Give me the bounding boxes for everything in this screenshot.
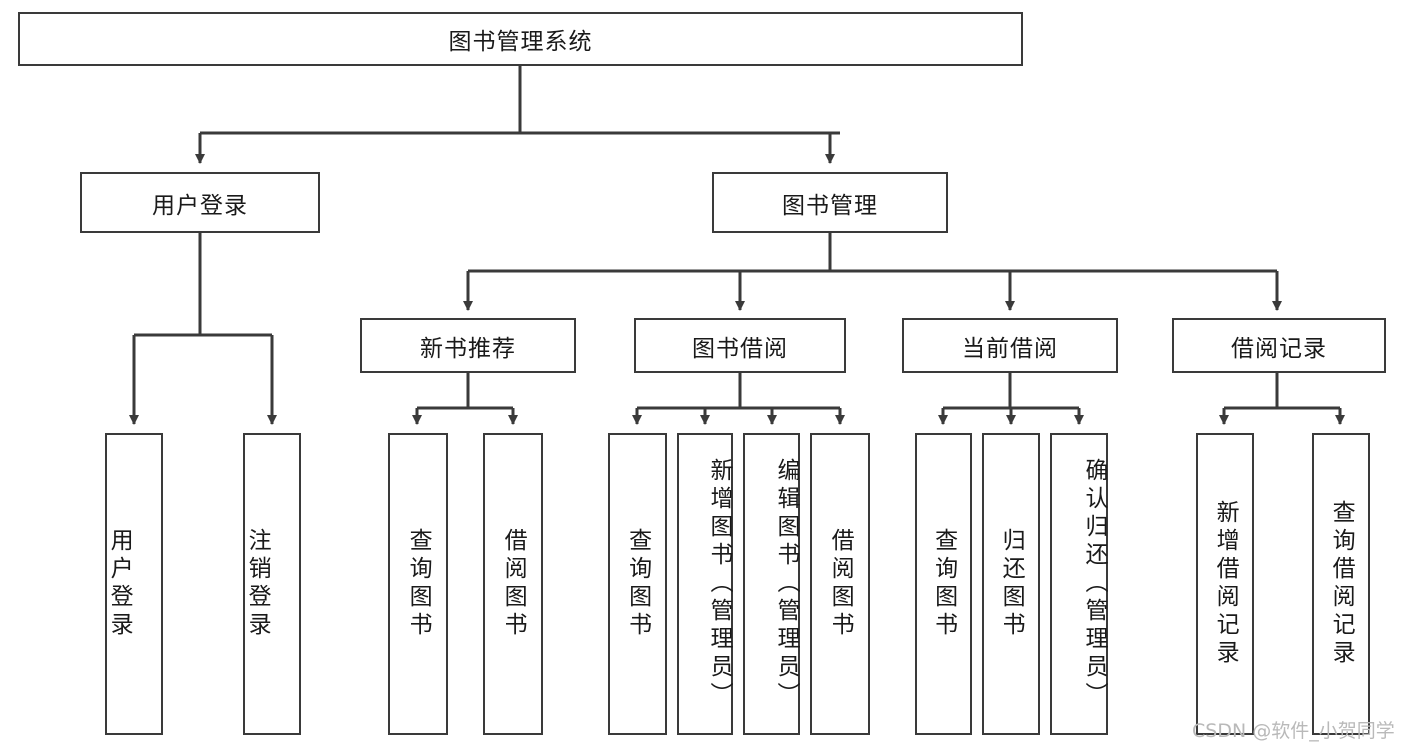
node-user-login[interactable]: 用户登录 (80, 172, 320, 233)
leaf-add-borrow-record[interactable]: 新增借阅记录 (1196, 433, 1254, 735)
node-root-book-management-system[interactable]: 图书管理系统 (18, 12, 1023, 66)
node-new-book-recommend[interactable]: 新书推荐 (360, 318, 576, 373)
leaf-confirm-return-admin[interactable]: 确认归还（管理员） (1050, 433, 1108, 735)
leaf-add-book-admin[interactable]: 新增图书（管理员） (677, 433, 733, 735)
leaf-borrow-book[interactable]: 借阅图书 (810, 433, 870, 735)
leaf-user-logout[interactable]: 注销登录 (243, 433, 301, 735)
leaf-query-borrow-record[interactable]: 查询借阅记录 (1312, 433, 1370, 735)
leaf-edit-book-admin[interactable]: 编辑图书（管理员） (743, 433, 800, 735)
node-borrow-record[interactable]: 借阅记录 (1172, 318, 1386, 373)
leaf-query-book-current[interactable]: 查询图书 (915, 433, 972, 735)
leaf-borrow-book-recommend[interactable]: 借阅图书 (483, 433, 543, 735)
leaf-return-book[interactable]: 归还图书 (982, 433, 1040, 735)
leaf-query-book-recommend[interactable]: 查询图书 (388, 433, 448, 735)
node-book-management[interactable]: 图书管理 (712, 172, 948, 233)
node-current-borrow[interactable]: 当前借阅 (902, 318, 1118, 373)
leaf-user-login[interactable]: 用户登录 (105, 433, 163, 735)
leaf-query-book-borrow[interactable]: 查询图书 (608, 433, 667, 735)
node-book-borrow[interactable]: 图书借阅 (634, 318, 846, 373)
